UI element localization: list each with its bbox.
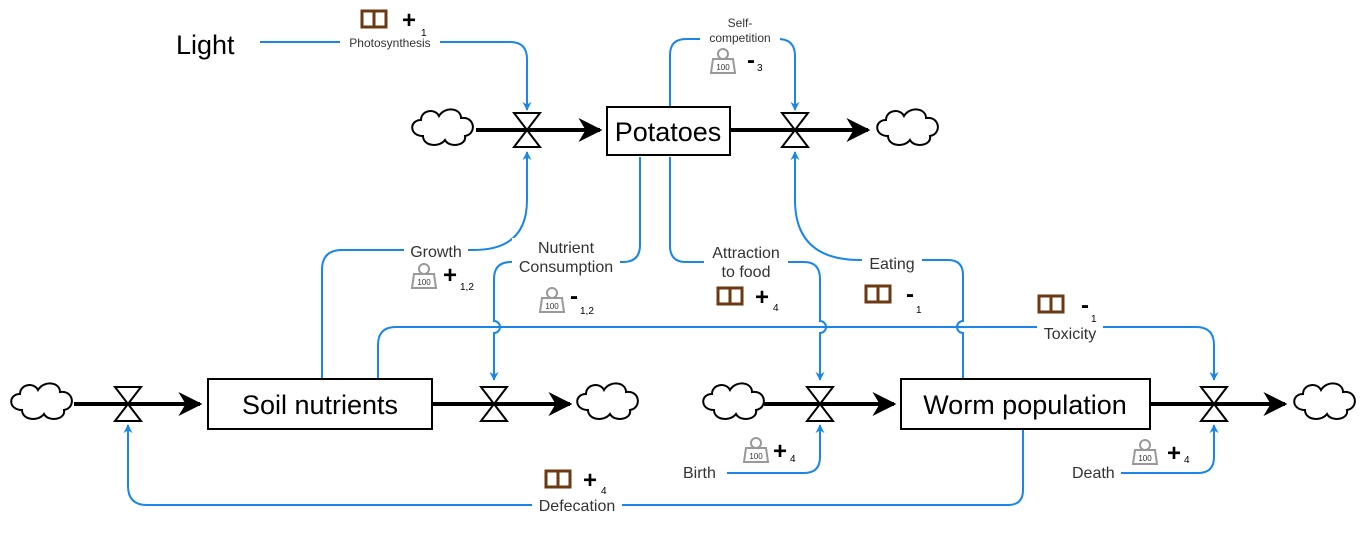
link-label-line1: Attraction [712,245,780,262]
label-birth: 100 + 4 Birth [683,437,796,482]
weight-value: 100 [417,278,431,287]
cloud-icon [10,382,73,420]
label-defecation: + 4 Defecation [532,467,622,515]
subscript: 4 [773,303,779,314]
weight-value: 100 [716,63,730,72]
link-toxicity[interactable] [377,326,1219,381]
link-self-competition[interactable] [669,38,800,111]
cloud-icon [411,108,474,146]
sign: - [570,283,578,310]
information-links [123,38,1219,506]
label-growth: Growth 100 + 1,2 [404,242,474,293]
material-flows [74,118,1288,416]
sign: - [1081,292,1089,319]
label-toxicity: - 1 Toxicity [1037,292,1103,343]
book-icon [864,284,892,304]
link-label: Photosynthesis [349,36,430,50]
stock-label: Soil nutrients [242,390,398,420]
link-label: Toxicity [1044,326,1096,343]
link-label: Growth [410,244,462,261]
sign: - [747,47,755,74]
cloud-icon [576,382,639,420]
stock-worm-population[interactable]: Worm population [900,378,1151,430]
book-icon [544,469,572,489]
weight-value: 100 [545,302,559,311]
sign: + [773,438,787,465]
sign: + [402,7,416,34]
link-nutrient-consumption[interactable] [489,157,641,381]
label-nutrient-consumption: Nutrient Consumption 100 - 1,2 [512,238,620,317]
subscript: 1 [1091,314,1097,325]
sign: + [1167,440,1181,467]
sign: + [755,284,769,311]
book-icon [360,9,388,29]
subscript: 1 [916,305,922,316]
subscript: 4 [790,454,796,465]
link-death[interactable] [1121,424,1219,474]
sign: + [443,262,457,289]
link-birth[interactable] [727,424,825,474]
stock-potatoes[interactable]: Potatoes [606,106,731,156]
label-attraction: Attraction to food + 4 [704,243,788,314]
stock-soil-nutrients[interactable]: Soil nutrients [207,378,433,430]
label-death: 100 + 4 Death [1072,439,1190,482]
link-label-line1: Nutrient [538,240,595,257]
link-label-line1: Self- [728,16,753,30]
sign: - [906,281,914,308]
book-icon [1037,294,1065,314]
cloud-icon [1293,382,1356,420]
stock-label: Potatoes [615,117,722,147]
subscript: 1,2 [580,306,594,317]
weight-value: 100 [1138,454,1152,463]
subscript: 4 [1184,455,1190,466]
link-attraction[interactable] [669,157,827,381]
weight-value: 100 [749,452,763,461]
stock-label: Worm population [923,390,1127,420]
link-label: Birth [683,465,716,482]
label-eating: Eating - 1 [862,255,922,316]
link-label-line2: to food [722,264,771,281]
cloud-icon [702,382,765,420]
light-source-label: Light [176,30,235,60]
link-label-line2: competition [709,31,770,45]
link-label: Defecation [539,498,616,515]
cloud-icon [876,108,939,146]
link-label: Eating [869,256,914,273]
label-self-competition: Self- competition 100 - 3 [700,16,780,74]
link-photosynthesis[interactable] [260,41,532,111]
subscript: 4 [601,486,607,497]
subscript: 1 [421,28,427,39]
sign: + [583,467,597,494]
subscript: 1,2 [460,282,474,293]
label-photosynthesis: Photosynthesis + 1 [340,7,440,50]
book-icon [716,286,744,306]
link-growth[interactable] [321,151,532,380]
link-label: Death [1072,465,1115,482]
subscript: 3 [757,63,763,74]
link-defecation[interactable] [123,424,1024,506]
link-label-line2: Consumption [519,259,613,276]
